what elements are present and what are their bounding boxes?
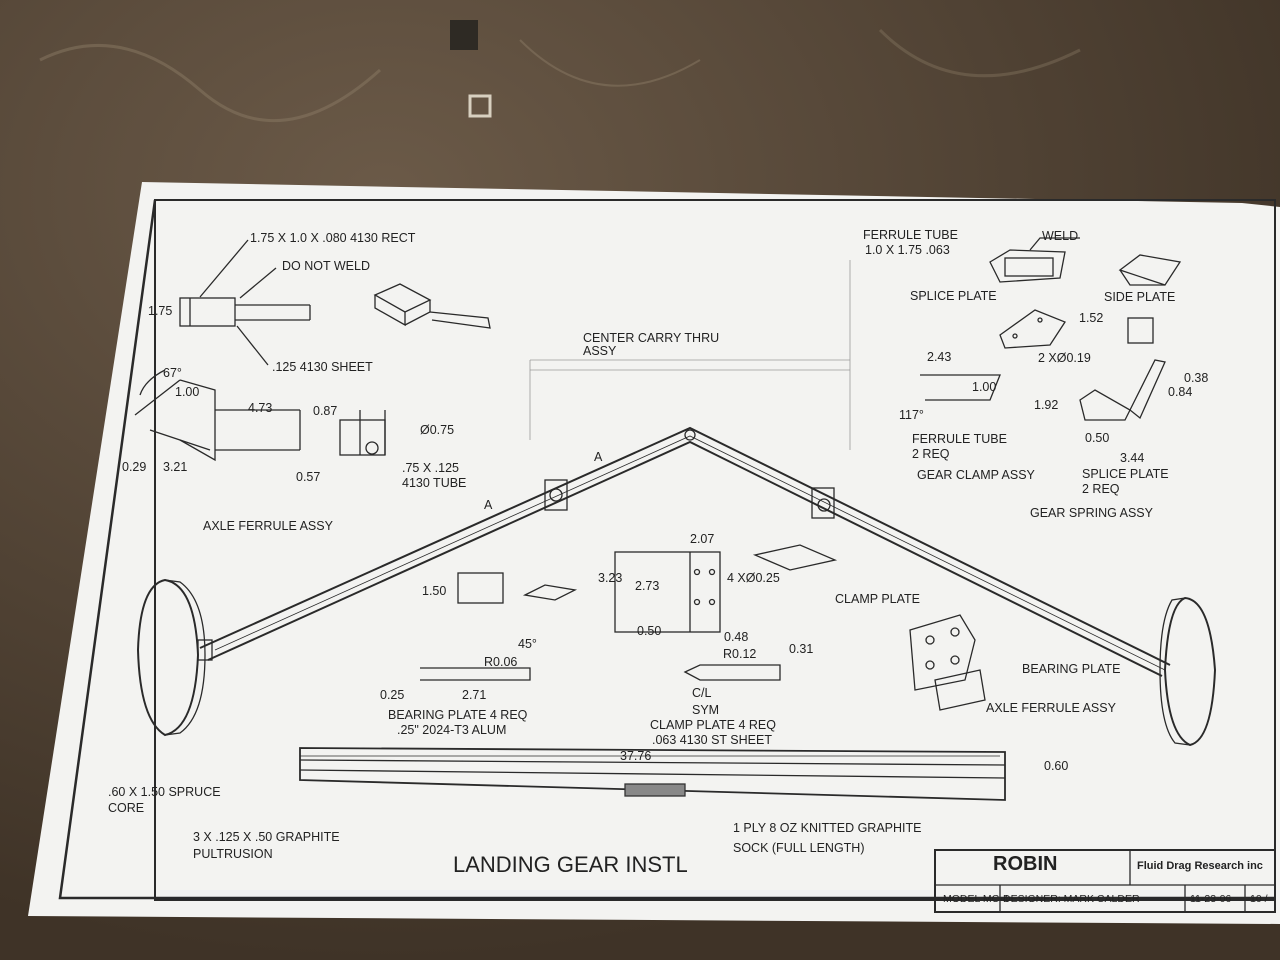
label-section-a-right: A (594, 450, 603, 464)
label-dim-050a: 0.50 (1085, 431, 1110, 445)
label-dim-243: 2.43 (927, 350, 952, 364)
label-splice-req-2: 2 REQ (1082, 482, 1120, 496)
label-section-a-left: A (484, 498, 493, 512)
label-dim-473: 4.73 (248, 401, 273, 415)
label-dim-060: 0.60 (1044, 759, 1069, 773)
label-dim-057: 0.57 (296, 470, 321, 484)
label-dim-175: 1.75 (148, 304, 173, 318)
label-holes-019: 2 XØ0.19 (1038, 351, 1091, 365)
label-ferrule-tube-top-1: FERRULE TUBE (863, 228, 958, 242)
label-r012: R0.12 (723, 647, 757, 661)
label-dim-192: 1.92 (1034, 398, 1059, 412)
label-clamp-req-1: CLAMP PLATE 4 REQ (650, 718, 776, 732)
label-gear-spring: GEAR SPRING ASSY (1030, 506, 1153, 520)
title-block-model: MODEL MC-4 (943, 893, 1009, 905)
label-clamp-plate: CLAMP PLATE (835, 592, 920, 606)
label-dim-029: 0.29 (122, 460, 147, 474)
label-angle-45: 45° (518, 637, 537, 651)
label-axle-ferrule-left: AXLE FERRULE ASSY (203, 519, 333, 533)
label-sym: SYM (692, 703, 720, 717)
label-bearing-req-2: .25" 2024-T3 ALUM (397, 723, 507, 737)
title-block-sheet: 10 / (1250, 893, 1268, 905)
title-block (934, 849, 1276, 913)
title-block-company: Fluid Drag Research inc (1137, 860, 1263, 872)
label-sock-1: 1 PLY 8 OZ KNITTED GRAPHITE (733, 821, 922, 835)
label-ferrule-tube-req-1: FERRULE TUBE (912, 432, 1007, 446)
label-graphite-1: 3 X .125 X .50 GRAPHITE (193, 830, 340, 844)
label-dim-087: 0.87 (313, 404, 338, 418)
label-sheet-125: .125 4130 SHEET (272, 360, 373, 374)
label-graphite-2: PULTRUSION (193, 847, 273, 861)
label-axle-ferrule-right: AXLE FERRULE ASSY (986, 701, 1116, 715)
label-dim-084: 0.84 (1168, 385, 1193, 399)
label-dim-3776: 37.76 (620, 749, 652, 763)
label-spruce-1: .60 X 1.50 SPRUCE (108, 785, 221, 799)
label-sock-2: SOCK (FULL LENGTH) (733, 841, 865, 855)
label-dim-038: 0.38 (1184, 371, 1209, 385)
label-do-not-weld: DO NOT WELD (282, 259, 370, 273)
label-rect-tube: 1.75 X 1.0 X .080 4130 RECT (250, 231, 416, 245)
label-dim-025: 0.25 (380, 688, 405, 702)
label-dim-031: 0.31 (789, 642, 814, 656)
label-ferrule-tube-req-2: 2 REQ (912, 447, 950, 461)
label-side-plate: SIDE PLATE (1104, 290, 1176, 304)
title-block-date: 11-23-06 (1190, 893, 1232, 905)
label-tube-4130: 4130 TUBE (402, 476, 467, 490)
label-dim-321: 3.21 (163, 460, 188, 474)
label-dim-048: 0.48 (724, 630, 749, 644)
label-center-carry-1: CENTER CARRY THRU (583, 331, 720, 345)
label-dim-273: 2.73 (635, 579, 660, 593)
sheet-border (154, 199, 1276, 901)
label-ferrule-tube-top-2: 1.0 X 1.75 .063 (865, 243, 950, 257)
label-gear-clamp: GEAR CLAMP ASSY (917, 468, 1035, 482)
label-bearing-req-1: BEARING PLATE 4 REQ (388, 708, 528, 722)
label-dim-050b: 0.50 (637, 624, 662, 638)
label-r006: R0.06 (484, 655, 518, 669)
label-splice-req-1: SPLICE PLATE (1082, 467, 1169, 481)
label-dim-323: 3.23 (598, 571, 623, 585)
label-dim-207: 2.07 (690, 532, 715, 546)
label-angle-67: 67° (163, 366, 182, 380)
label-holes-025: 4 XØ0.25 (727, 571, 780, 585)
label-dim-344: 3.44 (1120, 451, 1145, 465)
label-clamp-req-2: .063 4130 ST SHEET (652, 733, 772, 747)
label-dim-100b: 1.00 (972, 380, 997, 394)
label-splice-plate-top: SPLICE PLATE (910, 289, 997, 303)
label-dim-271: 2.71 (462, 688, 487, 702)
title-block-designer: DESIGNER: MARK CALDER (1003, 893, 1140, 905)
label-bearing-plate: BEARING PLATE (1022, 662, 1121, 676)
label-dim-150: 1.50 (422, 584, 447, 598)
label-center-carry-2: ASSY (583, 344, 617, 358)
label-dia-075: Ø0.75 (420, 423, 455, 437)
label-tube-075: .75 X .125 (402, 461, 459, 475)
label-dim-100a: 1.00 (175, 385, 200, 399)
label-dim-152: 1.52 (1079, 311, 1104, 325)
title-block-name: ROBIN (993, 853, 1058, 875)
label-weld: WELD (1042, 229, 1079, 243)
label-angle-117: 117° (899, 408, 924, 422)
drawing-title: LANDING GEAR INSTL (453, 852, 688, 877)
label-cl: C/L (692, 686, 712, 700)
label-spruce-2: CORE (108, 801, 145, 815)
